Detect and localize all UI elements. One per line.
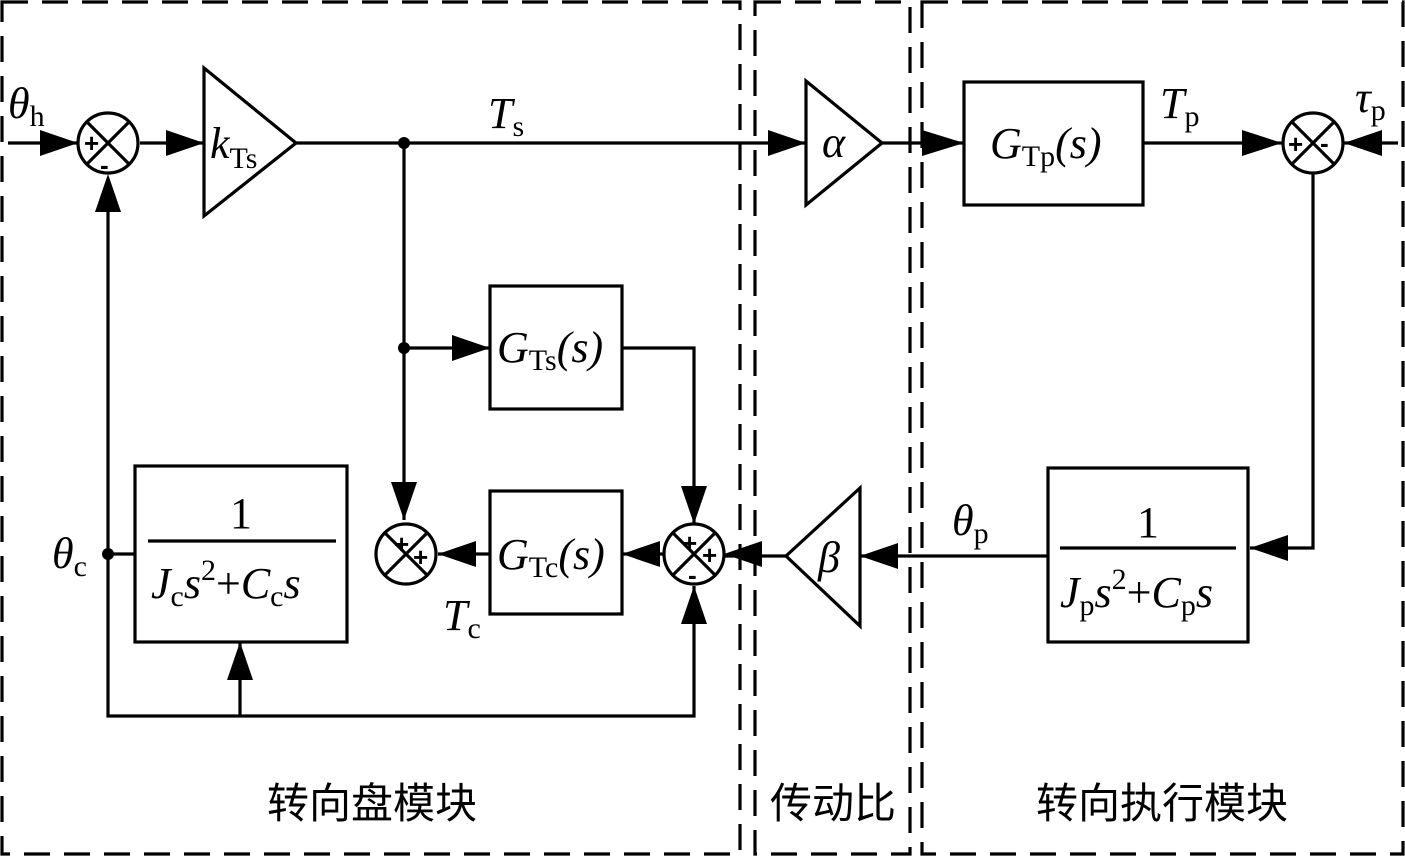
sum3-plus-right: + [702, 540, 717, 570]
summing-junction-2: + + [374, 522, 438, 586]
block-plant-p: 1 Jps2+Cps [1046, 466, 1250, 644]
arrow-tp [1242, 130, 1282, 156]
arrow-feedback-to-sum3 [681, 586, 707, 624]
block-gtc-label: GTc(s) [497, 530, 605, 584]
caption-steering-wheel-module: 转向盘模块 [267, 779, 477, 828]
plant-c-denominator: Jcs2+Ccs [151, 554, 301, 613]
sum-right-minus-sign: - [1320, 128, 1329, 158]
block-gtp-label: GTp(s) [990, 119, 1102, 173]
arrow-to-gtc [622, 541, 660, 567]
arrow-theta-h [40, 130, 78, 156]
label-tc: Tc [443, 591, 481, 645]
gain-alpha-label: α [822, 118, 846, 167]
junction-ts [398, 137, 410, 149]
gain-beta: β [783, 484, 862, 630]
wire-theta-c-feedback [106, 190, 696, 718]
label-tau-p: τp [1355, 73, 1386, 127]
label-theta-p: θp [952, 496, 989, 550]
gain-alpha: α [804, 77, 885, 209]
sum3-plus-top: + [682, 528, 697, 558]
gain-kts-label: kTs [210, 119, 257, 175]
label-tp: Tp [1160, 79, 1199, 133]
summing-junction-right: + - [1281, 111, 1345, 175]
arrow-gts-to-sum3 [681, 486, 707, 524]
junction-theta-c [102, 548, 114, 560]
caption-ratio-module: 传动比 [770, 779, 896, 828]
arrow-to-beta [860, 543, 898, 569]
block-gtc: GTc(s) [488, 489, 624, 616]
module-captions: 转向盘模块 传动比 转向执行模块 [267, 779, 1288, 828]
actuator-module-boundary [920, 0, 1405, 856]
summing-junction-1: + - [76, 111, 140, 180]
sum-right-plus-sign: + [1288, 129, 1303, 159]
wire-gts-to-sum3 [622, 346, 696, 524]
label-theta-h: θh [8, 79, 45, 133]
arrow-to-sum2 [391, 482, 417, 520]
ratio-module-boundary [753, 0, 912, 856]
arrow-feedback-to-plant-c [227, 642, 253, 680]
arrow-to-kts [166, 130, 204, 156]
arrow-to-gtp [922, 130, 964, 156]
block-gts: GTs(s) [488, 284, 624, 411]
steering-wheel-module-boundary [0, 0, 742, 856]
label-ts: Ts [488, 89, 524, 143]
arrow-to-sum3 [724, 541, 762, 567]
plant-c-numerator: 1 [230, 489, 252, 538]
label-theta-c: θc [52, 529, 87, 583]
summing-junction-3: + + - [662, 522, 726, 590]
gain-kts: kTs [202, 64, 299, 220]
arrow-theta-c-feedback [95, 174, 121, 212]
sum3-minus-bottom: - [688, 560, 697, 590]
sum2-plus-right: + [413, 542, 428, 572]
arrow-tc-to-sum2 [438, 541, 476, 567]
junction-gts-branch [398, 342, 410, 354]
arrow-to-alpha [768, 130, 806, 156]
signal-labels: θh Ts Tp τp θc θp Tc [8, 73, 1386, 645]
arrowheads [40, 130, 1382, 680]
plant-p-numerator: 1 [1137, 498, 1159, 547]
arrow-to-gts [452, 335, 490, 361]
block-gts-label: GTs(s) [497, 323, 603, 377]
arrow-to-plant-p [1250, 535, 1288, 561]
caption-actuator-module: 转向执行模块 [1036, 779, 1288, 828]
sum1-minus-sign: - [100, 150, 109, 180]
plant-p-denominator: Jps2+Cps [1060, 563, 1213, 622]
block-plant-c: 1 Jcs2+Ccs [133, 464, 349, 644]
wire-sum-to-plant-p [1250, 174, 1315, 550]
gain-beta-label: β [817, 533, 840, 582]
block-gtp: GTp(s) [962, 80, 1145, 207]
sum1-plus-sign: + [84, 128, 99, 158]
junctions [102, 137, 410, 560]
sum2-plus-top: + [394, 529, 409, 559]
arrow-tau-p [1344, 130, 1382, 156]
